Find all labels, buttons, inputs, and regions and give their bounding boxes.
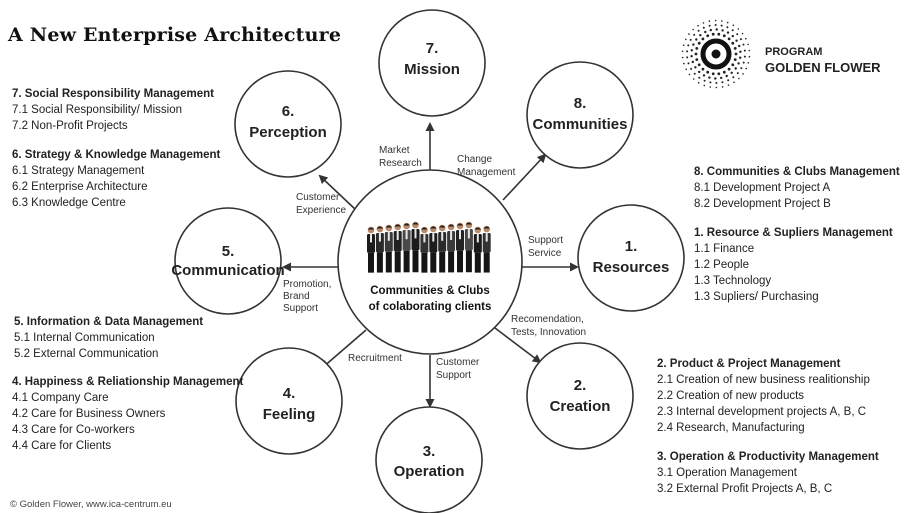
arrow-to-communities: [502, 153, 547, 201]
block-item: 4.4 Care for Clients: [12, 440, 112, 452]
svg-text:Perception: Perception: [249, 124, 327, 141]
block-item: 7.2 Non-Profit Projects: [12, 120, 128, 132]
logo-program: PROGRAM: [765, 46, 823, 58]
svg-text:Creation: Creation: [550, 398, 611, 415]
block-item: 1.3 Supliers/ Purchasing: [694, 291, 819, 303]
svg-text:Communities & Clubs: Communities & Clubs: [370, 285, 489, 297]
svg-text:Feeling: Feeling: [263, 406, 316, 423]
block-item: 8.1 Development Project A: [694, 182, 831, 194]
label-market-research: Market Research: [379, 145, 422, 169]
block-heading: 1. Resource & Supliers Management: [694, 227, 893, 239]
svg-text:Mission: Mission: [404, 61, 460, 78]
golden-flower-logo-icon: [681, 19, 751, 89]
block-heading: 8. Communities & Clubs Management: [694, 166, 900, 178]
block-item: 6.2 Enterprise Architecture: [12, 181, 148, 193]
svg-text:1.: 1.: [625, 238, 638, 255]
block-item: 2.4 Research, Manufacturing: [657, 422, 805, 434]
svg-text:Operation: Operation: [394, 463, 465, 480]
label-promotion: Promotion, Brand Support: [283, 279, 334, 314]
arrow-to-feeling: [320, 329, 367, 370]
block-information: 5. Information & Data Management 5.1 Int…: [14, 314, 203, 362]
block-item: 2.1 Creation of new business realitionsh…: [657, 374, 870, 386]
arrow-to-perception: [318, 174, 357, 211]
logo-text: PROGRAM GOLDEN FLOWER: [765, 45, 881, 75]
node-feeling: 4. Feeling: [235, 347, 343, 455]
block-heading: 4. Happiness & Reliationship Management: [12, 376, 244, 388]
block-heading: 7. Social Responsibility Management: [12, 88, 214, 100]
node-resources: 1. Resources: [577, 204, 685, 312]
block-item: 5.2 External Communication: [14, 348, 159, 360]
block-item: 2.3 Internal development projects A, B, …: [657, 406, 867, 418]
block-item: 4.2 Care for Business Owners: [12, 408, 166, 420]
block-item: 4.1 Company Care: [12, 392, 109, 404]
arrow-to-creation: [494, 327, 542, 364]
node-creation: 2. Creation: [526, 342, 634, 450]
block-item: 6.1 Strategy Management: [12, 165, 145, 177]
node-perception: 6. Perception: [234, 70, 342, 178]
label-recruitment: Recruitment: [348, 353, 402, 364]
block-item: 3.2 External Profit Projects A, B, C: [657, 483, 833, 495]
logo-golden-flower: GOLDEN FLOWER: [765, 60, 881, 75]
svg-text:Communities: Communities: [532, 116, 627, 133]
svg-text:of colaborating clients: of colaborating clients: [369, 301, 492, 313]
node-operation: 3. Operation: [375, 406, 483, 513]
footer-copyright: © Golden Flower, www.ica-centrum.eu: [10, 499, 172, 510]
block-heading: 2. Product & Project Management: [657, 358, 841, 370]
label-recomendation: Recomendation, Tests, Innovation: [511, 314, 587, 338]
node-communication: 5. Communication: [171, 207, 285, 315]
block-item: 8.2 Development Project B: [694, 198, 831, 210]
block-heading: 3. Operation & Productivity Management: [657, 451, 879, 463]
svg-text:7.: 7.: [426, 40, 439, 57]
node-center: Communities & Clubs of colaborating clie…: [337, 169, 523, 355]
svg-text:5.: 5.: [222, 243, 235, 260]
node-communities: 8. Communities: [526, 61, 634, 169]
block-item: 1.1 Finance: [694, 243, 755, 255]
block-item: 1.2 People: [694, 259, 749, 271]
block-item: 1.3 Technology: [694, 275, 772, 287]
block-strategy: 6. Strategy & Knowledge Management 6.1 S…: [12, 147, 220, 211]
block-communities: 8. Communities & Clubs Management 8.1 De…: [694, 164, 900, 212]
svg-text:6.: 6.: [282, 103, 295, 120]
block-item: 7.1 Social Responsibility/ Mission: [12, 104, 183, 116]
block-heading: 6. Strategy & Knowledge Management: [12, 149, 221, 161]
label-change-management: Change Management: [457, 154, 516, 178]
label-support-service: Support Service: [528, 235, 566, 259]
svg-text:8.: 8.: [574, 95, 587, 112]
block-item: 6.3 Knowledge Centre: [12, 197, 126, 209]
block-product: 2. Product & Project Management 2.1 Crea…: [657, 356, 870, 436]
page-title: A New Enterprise Architecture: [8, 24, 342, 46]
block-operation: 3. Operation & Productivity Management 3…: [657, 449, 879, 497]
arrows: [282, 122, 579, 408]
label-customer-experience: Customer Experience: [296, 192, 346, 216]
block-happiness: 4. Happiness & Reliationship Management …: [12, 374, 243, 454]
block-resources: 1. Resource & Supliers Management 1.1 Fi…: [694, 225, 893, 305]
block-item: 3.1 Operation Management: [657, 467, 798, 479]
label-customer-support: Customer Support: [436, 357, 482, 381]
block-heading: 5. Information & Data Management: [14, 316, 204, 328]
svg-text:2.: 2.: [574, 377, 587, 394]
svg-text:4.: 4.: [283, 385, 296, 402]
block-social-responsibility: 7. Social Responsibility Management 7.1 …: [12, 86, 214, 134]
block-item: 2.2 Creation of new products: [657, 390, 805, 402]
people-group-icon: [367, 221, 491, 273]
svg-text:Resources: Resources: [593, 259, 670, 276]
node-mission: 7. Mission: [378, 9, 486, 117]
svg-text:3.: 3.: [423, 443, 436, 460]
block-item: 4.3 Care for Co-workers: [12, 424, 135, 436]
block-item: 5.1 Internal Communication: [14, 332, 155, 344]
svg-text:Communication: Communication: [171, 262, 284, 279]
